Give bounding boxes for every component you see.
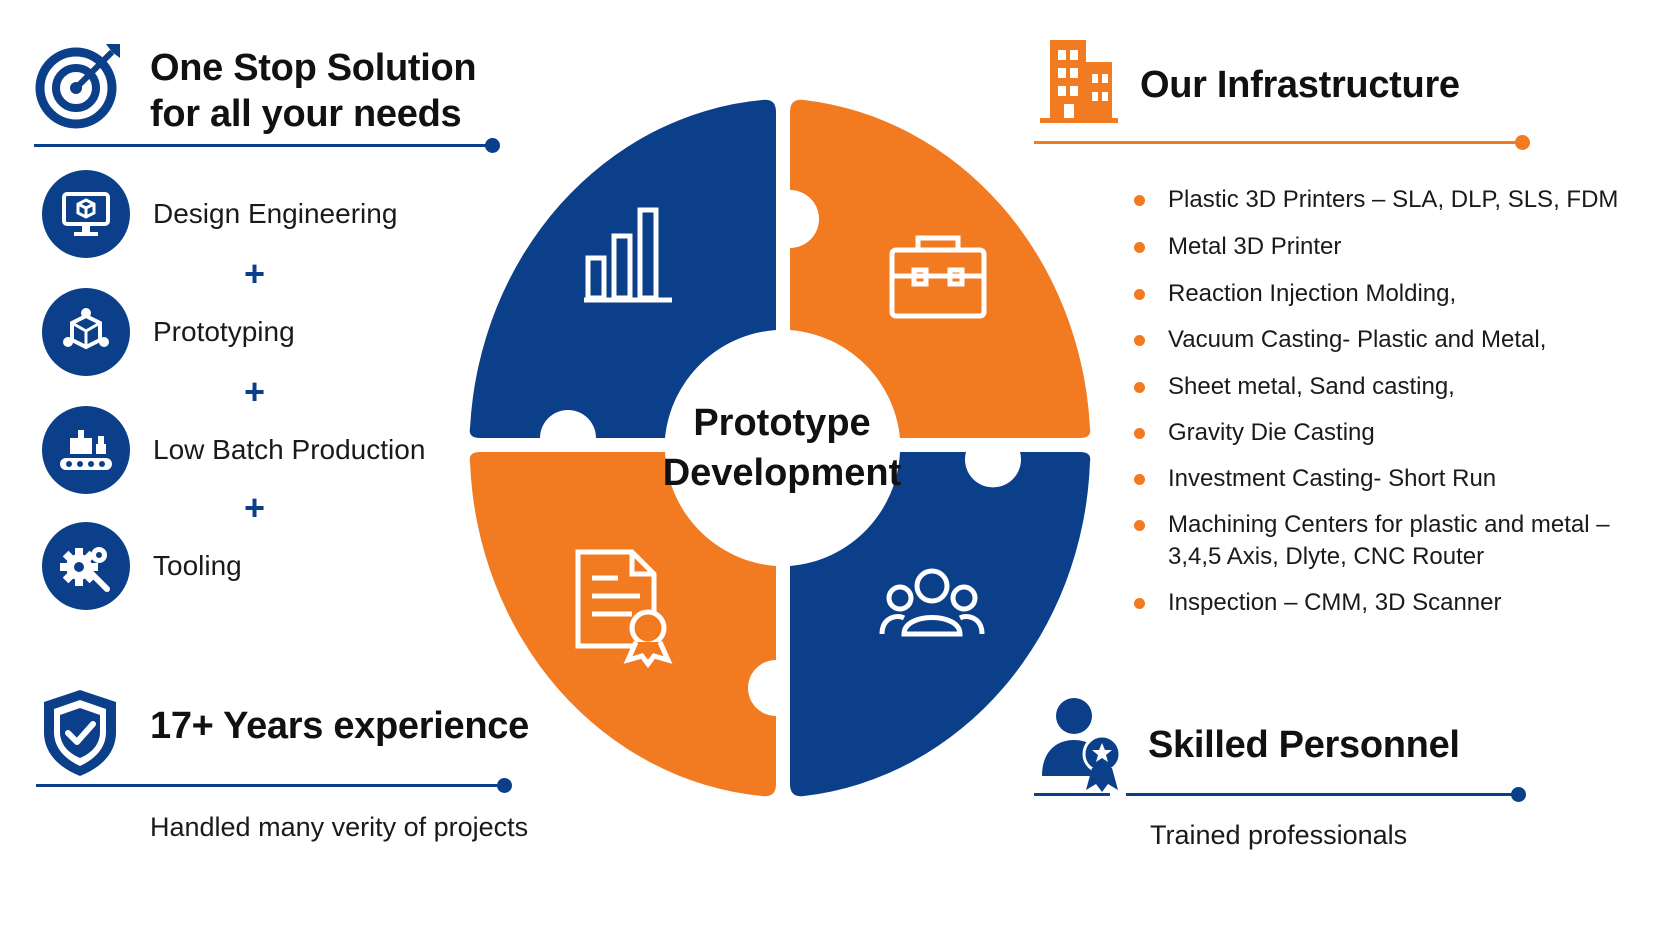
plus-sign: + — [244, 253, 266, 294]
infrastructure-title: Our Infrastructure — [1140, 64, 1460, 106]
gear-wrench-icon — [60, 547, 110, 592]
puzzle-piece-bottom-left — [469, 452, 776, 797]
skilled-title: Skilled Personnel — [1148, 724, 1460, 766]
briefcase-icon — [889, 235, 987, 319]
one-stop-title-line2: for all your needs — [150, 93, 462, 135]
list-item: Inspection – CMM, 3D Scanner — [1134, 586, 1501, 619]
service-label-tooling: Tooling — [153, 550, 242, 581]
building-icon — [1040, 40, 1118, 123]
list-item: Machining Centers for plastic and metal … — [1134, 508, 1610, 541]
molecule-cube-icon — [63, 308, 109, 350]
service-label-design: Design Engineering — [153, 198, 398, 229]
bullet-dot — [1134, 195, 1145, 206]
bullet-dot — [1134, 242, 1145, 253]
one-stop-title-line1: One Stop Solution — [150, 47, 477, 89]
list-item: Investment Casting- Short Run — [1134, 462, 1496, 495]
bullet-dot — [1134, 289, 1145, 300]
list-item-continuation: 3,4,5 Axis, Dlyte, CNC Router — [1168, 543, 1485, 570]
list-item: Sheet metal, Sand casting, — [1134, 370, 1455, 403]
skilled-divider-left — [1034, 793, 1110, 796]
shield-check-icon — [44, 690, 116, 776]
team-icon — [879, 568, 985, 637]
center-title: Prototype Development — [652, 398, 912, 498]
bullet-dot — [1134, 428, 1145, 439]
list-item: Reaction Injection Molding, — [1134, 277, 1456, 310]
puzzle-piece-top-right — [790, 99, 1091, 438]
bullet-dot — [1134, 598, 1145, 609]
list-item: Gravity Die Casting — [1134, 416, 1375, 449]
experience-divider — [36, 778, 512, 793]
experience-title: 17+ Years experience — [150, 705, 529, 747]
bullet-dot — [1134, 335, 1145, 346]
plus-sign: + — [244, 487, 266, 528]
list-item: Metal 3D Printer — [1134, 230, 1341, 263]
skilled-text: Trained professionals — [1150, 820, 1408, 850]
service-item-prototyping — [42, 288, 130, 376]
infrastructure-divider — [1034, 135, 1530, 150]
target-icon — [35, 44, 120, 129]
service-item-tooling — [42, 522, 130, 610]
bullet-dot — [1134, 520, 1145, 531]
bullet-dot — [1134, 474, 1145, 485]
list-item: Vacuum Casting- Plastic and Metal, — [1134, 323, 1546, 356]
experience-text: Handled many verity of projects — [150, 812, 529, 842]
list-item: Plastic 3D Printers – SLA, DLP, SLS, FDM — [1134, 183, 1618, 216]
monitor-cube-icon — [62, 192, 110, 236]
center-title-line1: Prototype — [693, 402, 871, 444]
conveyor-icon — [60, 430, 112, 470]
puzzle-piece-bottom-right — [790, 452, 1091, 797]
one-stop-divider — [34, 138, 500, 153]
person-award-icon — [1042, 698, 1122, 792]
bullet-dot — [1134, 382, 1145, 393]
plus-sign: + — [244, 371, 266, 412]
certificate-icon — [575, 549, 673, 669]
service-item-low-batch — [42, 406, 130, 494]
service-label-low-batch: Low Batch Production — [153, 434, 426, 465]
skilled-divider — [1126, 787, 1526, 802]
service-label-prototyping: Prototyping — [153, 316, 295, 347]
center-title-line2: Development — [662, 452, 902, 494]
puzzle-diagram — [469, 99, 1091, 797]
service-item-design — [42, 170, 130, 258]
puzzle-piece-top-left — [469, 99, 776, 438]
bar-chart-icon — [584, 207, 672, 303]
